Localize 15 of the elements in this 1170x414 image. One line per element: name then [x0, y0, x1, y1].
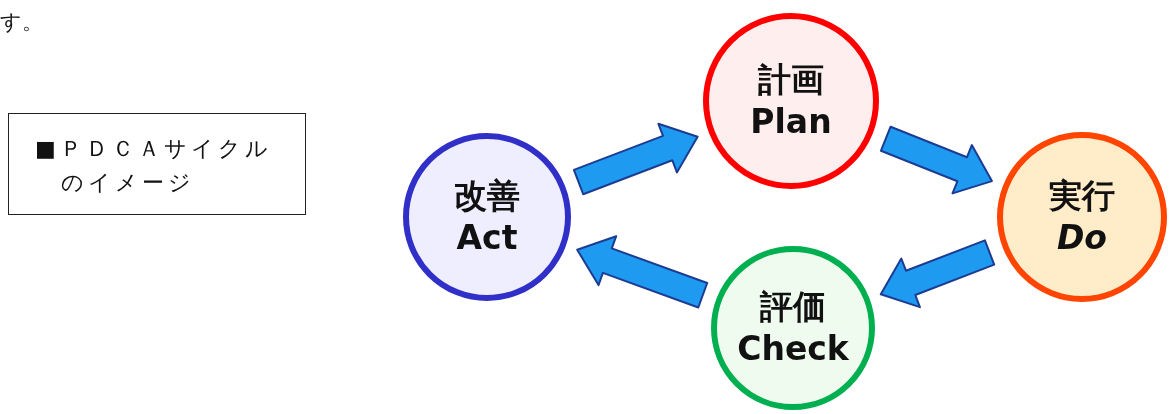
stage-label: 実行 — [1049, 177, 1115, 215]
stage-label: Plan — [750, 103, 832, 141]
block-arrow — [576, 235, 709, 309]
stage-label: 評価 — [760, 288, 826, 326]
stage-label: Act — [456, 219, 518, 257]
block-arrow — [572, 122, 699, 196]
stage-label: Check — [737, 330, 849, 368]
title-box — [8, 113, 306, 215]
stage-label: 改善 — [454, 177, 520, 215]
block-arrow — [879, 125, 993, 195]
block-arrow — [879, 239, 996, 309]
text-fragment: す。 — [0, 9, 43, 36]
stage-label: Do — [1056, 219, 1108, 257]
box-title-text: ■ＰＤＣＡサイクルのイメージ — [35, 134, 273, 197]
stage-label: 計画 — [758, 61, 824, 99]
